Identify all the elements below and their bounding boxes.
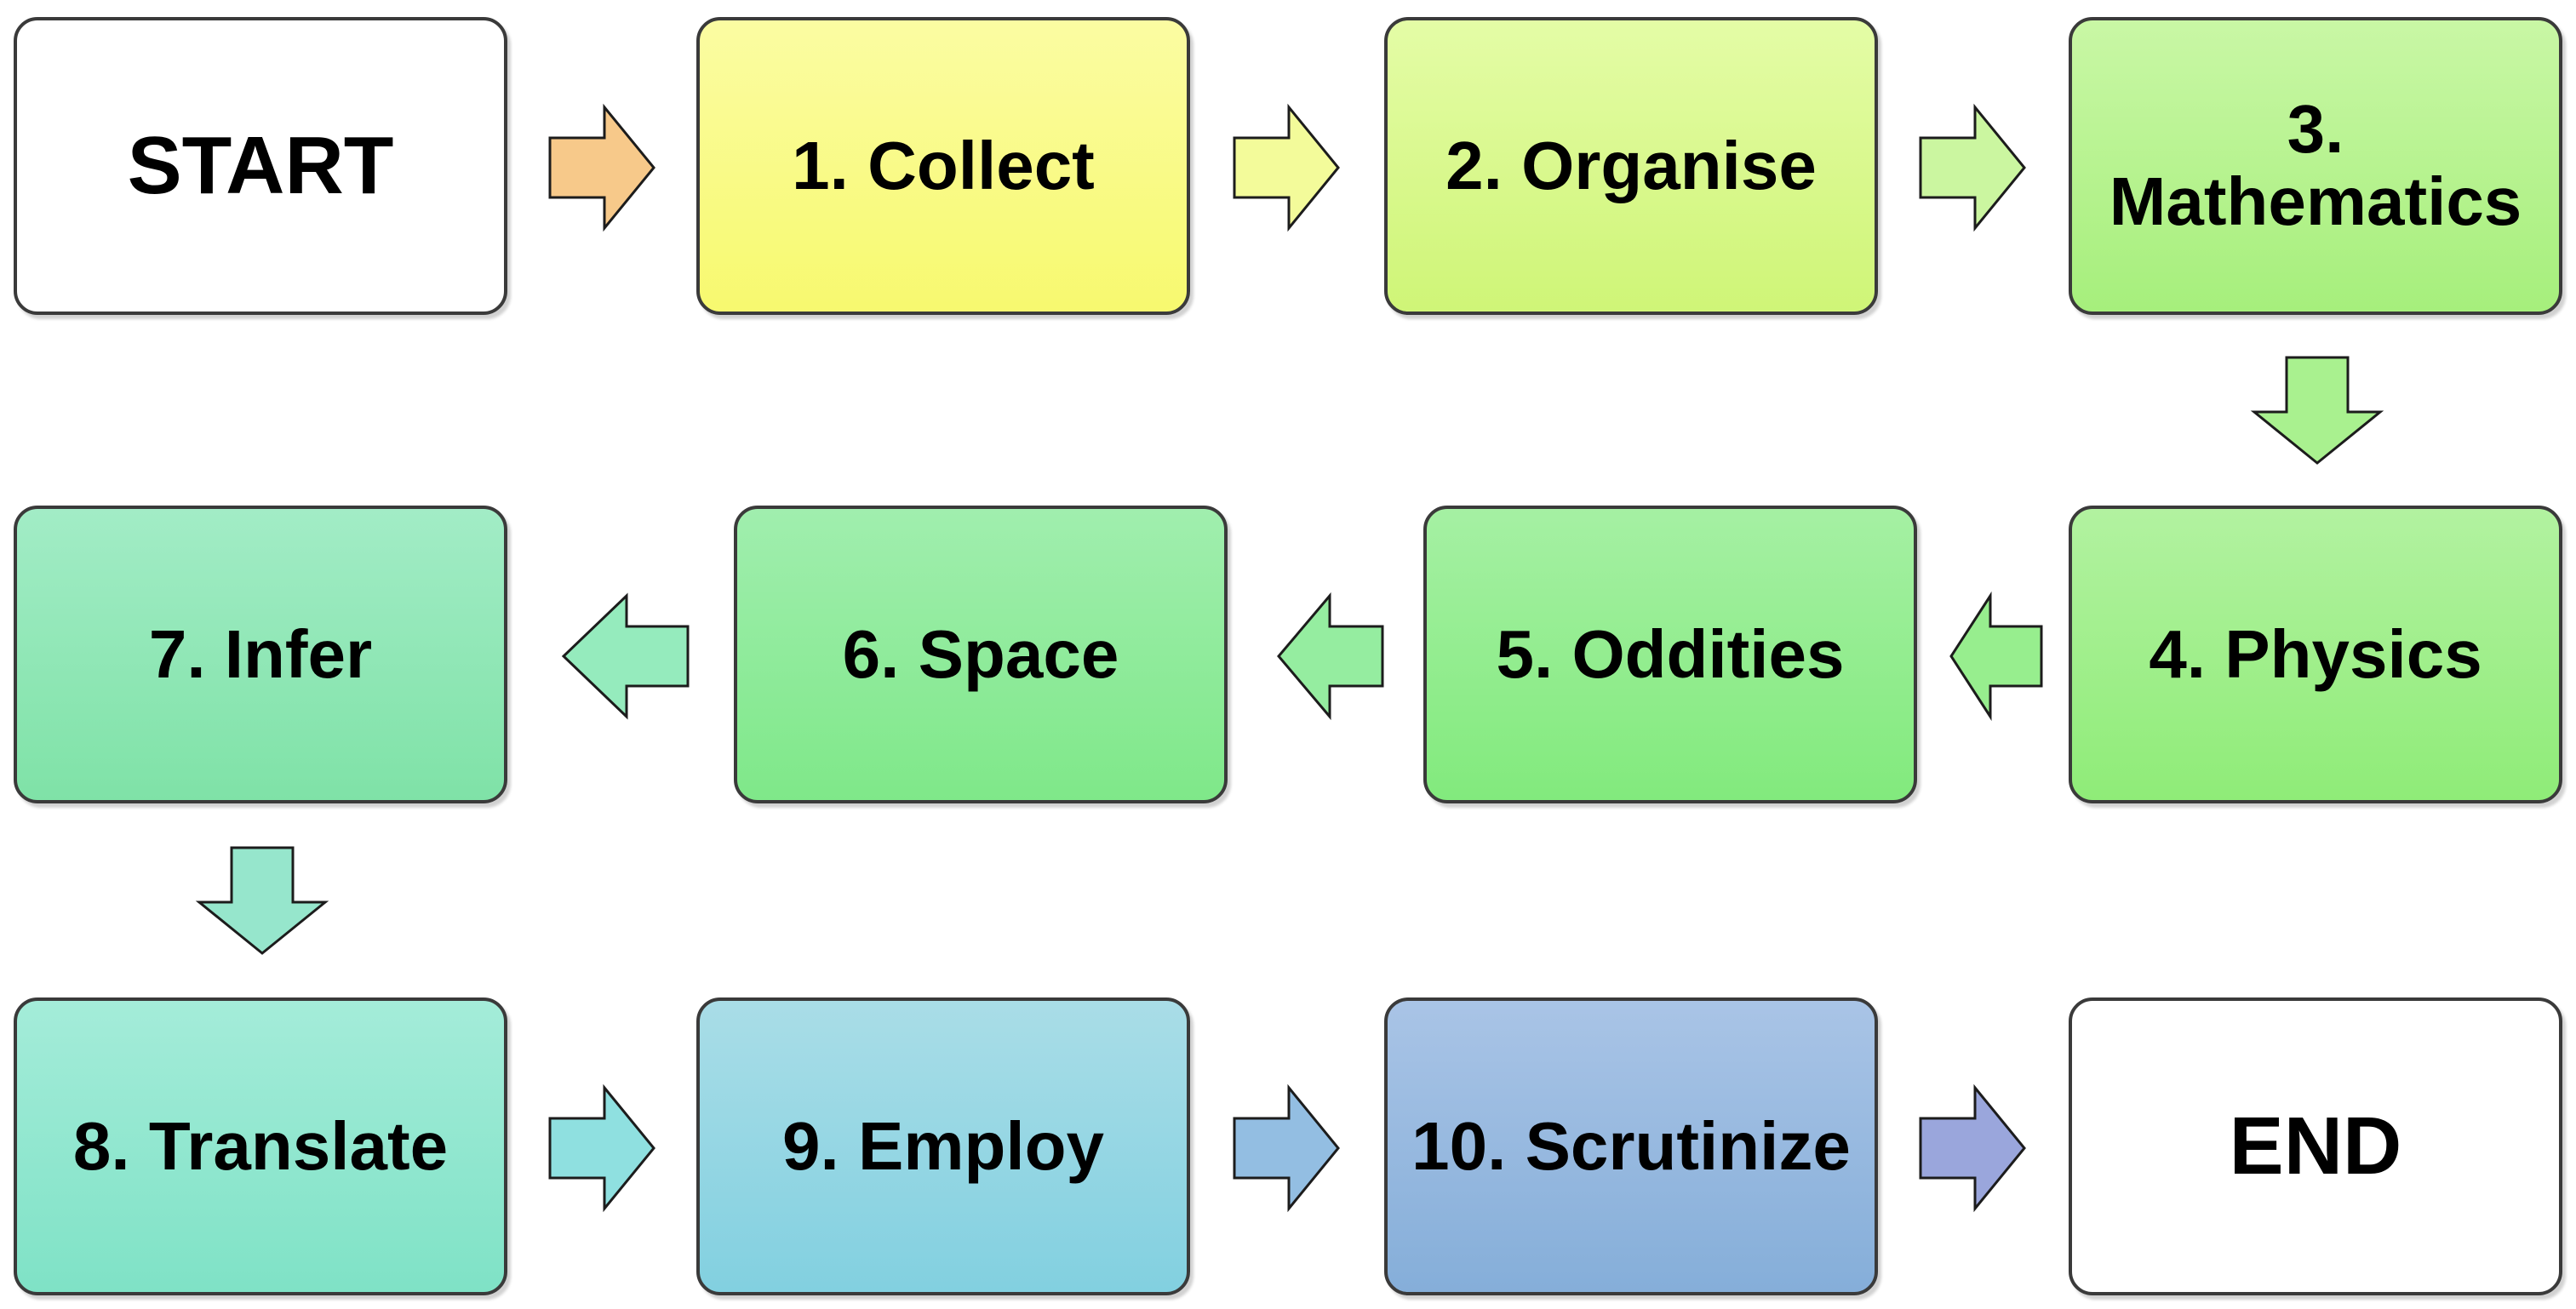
collect-label: 1. Collect xyxy=(792,127,1095,203)
arrow-right-icon xyxy=(1919,103,2026,232)
arrow-mathematics-to-physics xyxy=(2250,356,2384,465)
arrow-down-icon xyxy=(195,846,329,955)
arrow-organise-to-mathematics xyxy=(1919,103,2026,232)
space-label: 6. Space xyxy=(842,615,1119,692)
arrow-right-icon xyxy=(548,1083,655,1213)
collect-node: 1. Collect xyxy=(696,17,1190,315)
arrow-physics-to-oddities xyxy=(1949,591,2043,722)
physics-label: 4. Physics xyxy=(2149,615,2482,692)
arrow-left-icon xyxy=(1277,592,1384,721)
arrow-scrutinize-to-end xyxy=(1919,1083,2026,1213)
organise-node: 2. Organise xyxy=(1384,17,1878,315)
arrow-left-icon xyxy=(561,592,690,720)
oddities-node: 5. Oddities xyxy=(1423,506,1917,803)
arrow-space-to-infer xyxy=(561,592,690,720)
arrow-down-icon xyxy=(2250,356,2384,465)
arrow-left-icon xyxy=(1949,591,2043,722)
end-node: END xyxy=(2069,997,2562,1295)
scrutinize-node: 10. Scrutinize xyxy=(1384,997,1878,1295)
space-node: 6. Space xyxy=(734,506,1228,803)
scrutinize-label: 10. Scrutinize xyxy=(1411,1107,1851,1184)
arrow-right-icon xyxy=(1233,103,1340,232)
infer-node: 7. Infer xyxy=(14,506,507,803)
arrow-oddities-to-space xyxy=(1277,592,1384,721)
arrow-start-to-collect xyxy=(548,103,655,232)
arrow-employ-to-scrutinize xyxy=(1233,1083,1340,1213)
employ-node: 9. Employ xyxy=(696,997,1190,1295)
arrow-right-icon xyxy=(1919,1083,2026,1213)
translate-label: 8. Translate xyxy=(72,1107,449,1184)
translate-node: 8. Translate xyxy=(14,997,507,1295)
infer-label: 7. Infer xyxy=(148,615,373,692)
mathematics-label: 3. Mathematics xyxy=(2109,91,2522,239)
arrow-translate-to-employ xyxy=(548,1083,655,1213)
oddities-label: 5. Oddities xyxy=(1496,615,1845,692)
mathematics-node: 3. Mathematics xyxy=(2069,17,2562,315)
end-label: END xyxy=(2229,1100,2402,1192)
arrow-right-icon xyxy=(1233,1083,1340,1213)
start-node: START xyxy=(14,17,507,315)
arrow-right-icon xyxy=(548,103,655,232)
organise-label: 2. Organise xyxy=(1445,127,1817,203)
employ-label: 9. Employ xyxy=(782,1107,1104,1184)
physics-node: 4. Physics xyxy=(2069,506,2562,803)
arrow-infer-to-translate xyxy=(195,846,329,955)
start-label: START xyxy=(127,120,394,212)
arrow-collect-to-organise xyxy=(1233,103,1340,232)
